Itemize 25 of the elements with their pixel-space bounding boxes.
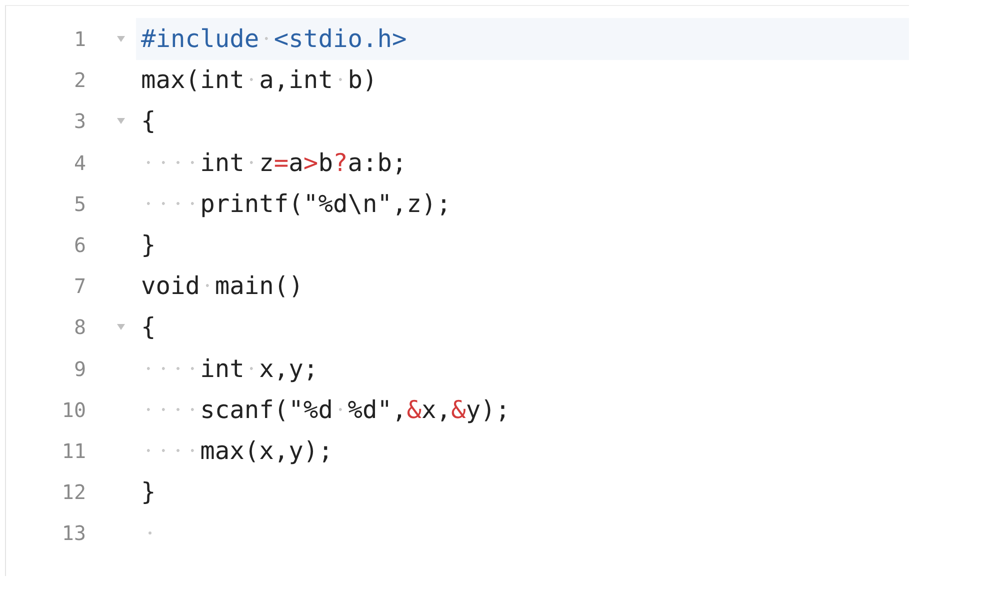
code-line: max(int a,int b) xyxy=(141,64,378,96)
line-number: 3 xyxy=(72,108,86,136)
line-number: 8 xyxy=(72,314,86,342)
code-line: max(x,y); xyxy=(141,430,333,472)
line-number: 12 xyxy=(60,479,86,506)
line-number: 11 xyxy=(60,438,86,465)
code-line: } xyxy=(141,229,156,261)
line-number: 2 xyxy=(72,67,86,94)
code-line: { xyxy=(141,311,156,344)
line-number: 6 xyxy=(72,232,86,259)
code-line: void main() xyxy=(141,270,304,302)
line-number: 7 xyxy=(72,273,86,300)
code-line: { xyxy=(141,105,156,138)
line-number: 10 xyxy=(60,396,86,424)
code-line: scanf("%d %d",&x,&y); xyxy=(141,388,510,431)
code-line: #include <stdio.h> xyxy=(141,23,407,55)
line-number: 4 xyxy=(72,150,86,177)
line-number: 5 xyxy=(72,190,86,218)
code-line: int z=a>b?a:b; xyxy=(141,142,407,184)
code-line: printf("%d\n",z); xyxy=(141,182,452,225)
line-number: 1 xyxy=(72,26,86,53)
line-number: 13 xyxy=(60,520,86,548)
code-line: int x,y; xyxy=(141,348,318,390)
line-number: 9 xyxy=(72,356,86,383)
code-line: } xyxy=(141,476,156,508)
